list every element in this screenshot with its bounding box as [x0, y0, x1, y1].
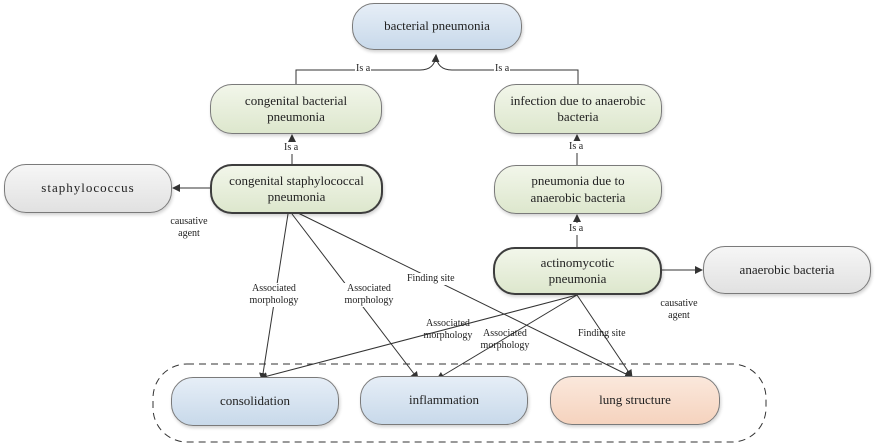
label-isa-pneumonia: Is a [568, 141, 585, 153]
node-inflammation[interactable]: inflammation [360, 376, 528, 425]
label-isa-actino: Is a [568, 223, 585, 235]
label-morph-actino-inflammation: Associated morphology [480, 328, 530, 351]
finding-group-container [152, 363, 767, 443]
label-site-actino: Finding site [578, 328, 626, 339]
node-consolidation-label: consolidation [219, 393, 291, 409]
label-causative-actino: causative agent [660, 298, 698, 321]
node-lung-structure-label: lung structure [599, 392, 671, 408]
edge-morph-actino-inflammation [436, 294, 578, 380]
label-site-staph: Finding site [406, 273, 456, 285]
node-congenital-staph-pneumonia-label: congenital staphylococcal pneumonia [229, 172, 364, 204]
node-congenital-bacterial-pneumonia[interactable]: congenital bacterial pneumonia [210, 84, 382, 134]
label-morph-staph-consolidation: Associated morphology [241, 283, 307, 307]
node-pneumonia-anaerobic-label: pneumonia due to anaerobic bacteria [530, 173, 626, 205]
label-isa-left: Is a [355, 63, 372, 75]
node-anaerobic-bacteria[interactable]: anaerobic bacteria [703, 246, 871, 294]
label-causative-staph: causative agent [170, 216, 208, 239]
node-inflammation-label: inflammation [408, 392, 480, 408]
node-anaerobic-bacteria-label: anaerobic bacteria [739, 261, 835, 277]
node-bacterial-pneumonia-label: bacterial pneumonia [384, 18, 490, 34]
label-isa-staph: Is a [283, 142, 300, 154]
edge-isa-infection-to-bacterial [435, 54, 579, 84]
node-congenital-bacterial-pneumonia-label: congenital bacterial pneumonia [244, 92, 348, 124]
edge-morph-actino-consolidation [259, 294, 578, 381]
label-morph-staph-inflammation: Associated morphology [337, 283, 401, 307]
node-lung-structure[interactable]: lung structure [550, 376, 720, 425]
edge-isa-congenital-to-bacterial [295, 54, 440, 84]
node-pneumonia-anaerobic[interactable]: pneumonia due to anaerobic bacteria [494, 165, 662, 214]
label-isa-right: Is a [494, 63, 511, 75]
node-staphylococcus-label: staphylococcus [41, 180, 135, 196]
node-infection-anaerobic-label: infection due to anaerobic bacteria [510, 92, 646, 124]
node-congenital-staph-pneumonia[interactable]: congenital staphylococcal pneumonia [210, 164, 383, 214]
node-staphylococcus[interactable]: staphylococcus [4, 164, 172, 213]
node-bacterial-pneumonia[interactable]: bacterial pneumonia [352, 3, 522, 50]
edge-site-actino-lung [576, 294, 633, 378]
edge-site-staph-lung [295, 211, 633, 378]
node-infection-anaerobic[interactable]: infection due to anaerobic bacteria [494, 84, 662, 134]
label-morph-actino-consolidation: Associated morphology [423, 318, 473, 341]
node-actinomycotic-pneumonia[interactable]: actinomycotic pneumonia [493, 247, 662, 295]
node-actinomycotic-pneumonia-label: actinomycotic pneumonia [540, 254, 615, 286]
node-consolidation[interactable]: consolidation [171, 377, 339, 426]
